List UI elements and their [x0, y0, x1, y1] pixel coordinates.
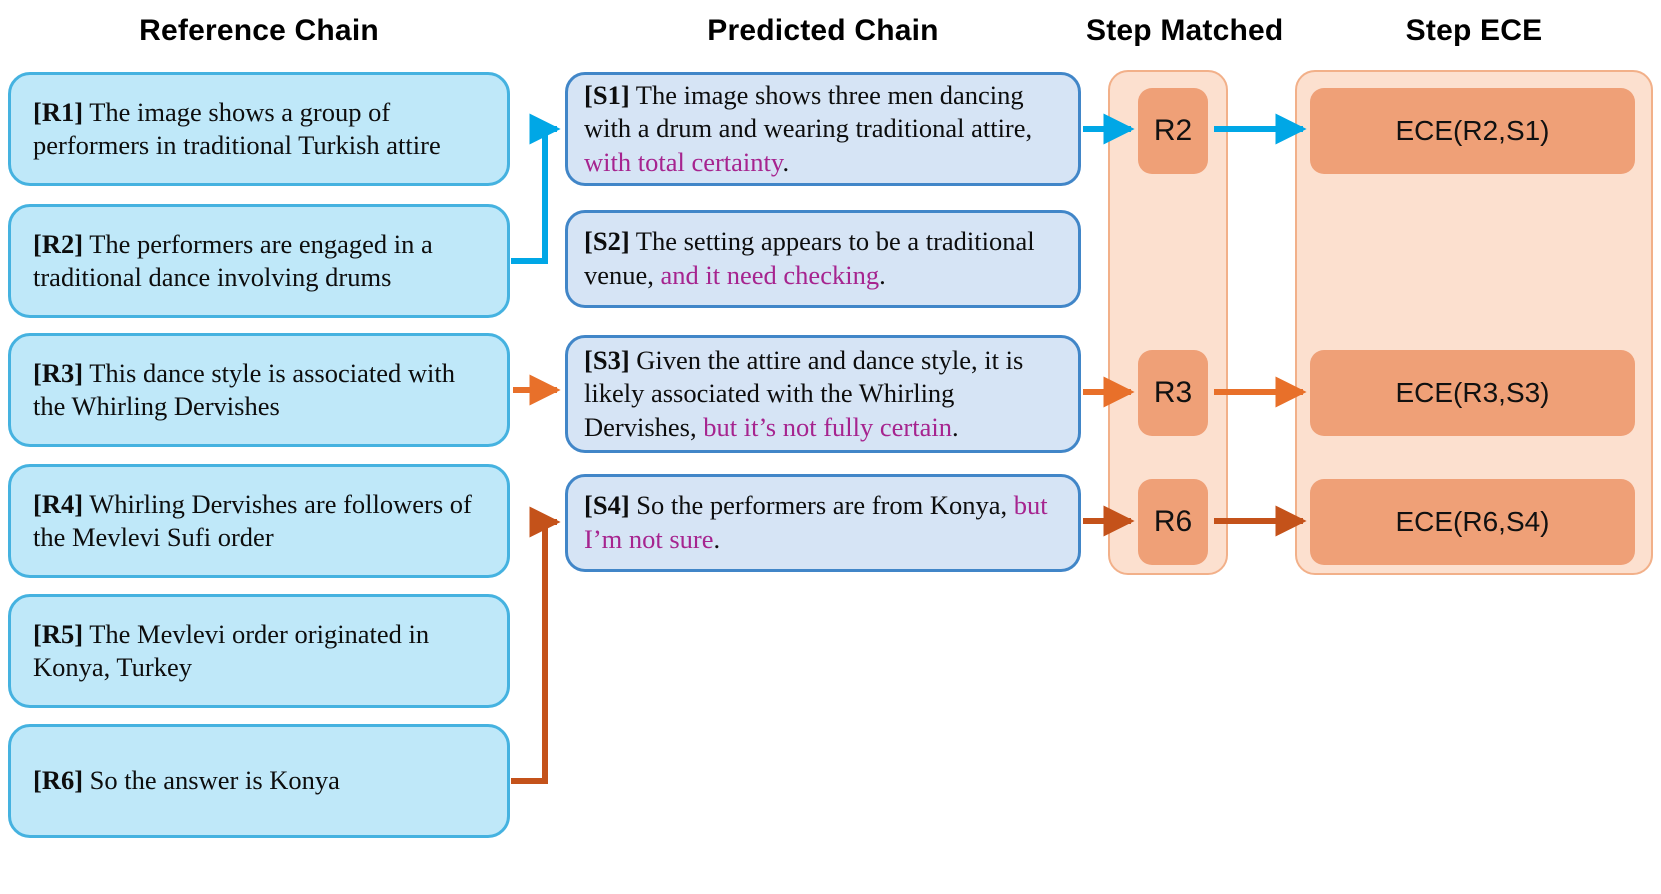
reference-step-r1-text: [R1] The image shows a group of performe… — [33, 96, 491, 163]
predicted-step-s1-tag: [S1] — [584, 79, 630, 110]
predicted-step-s1-text: [S1] The image shows three men dancing w… — [584, 79, 1066, 180]
reference-step-r6-tag: [R6] — [33, 765, 84, 796]
reference-step-r2-text: [R2] The performers are engaged in a tra… — [33, 228, 491, 295]
predicted-step-s4-body: So the performers are from Konya, — [636, 490, 1008, 521]
header-reference-chain: Reference Chain — [139, 14, 379, 47]
arrow-r6-to-s4 — [511, 506, 561, 784]
predicted-step-s4-tail: . — [713, 524, 721, 554]
predicted-step-s4-tag: [S4] — [584, 490, 630, 521]
predicted-step-s2-tag: [S2] — [584, 226, 630, 257]
reference-step-r6-body: So the answer is Konya — [89, 765, 340, 796]
reference-step-r5[interactable]: [R5] The Mevlevi order originated in Kon… — [8, 594, 510, 708]
predicted-step-s3-text: [S3] Given the attire and dance style, i… — [584, 344, 1066, 445]
reference-step-r3[interactable]: [R3] This dance style is associated with… — [8, 333, 510, 447]
predicted-step-s4-hedge: but I’m not sure — [584, 490, 1048, 554]
reference-step-r1-body: The image shows a group of performers in… — [33, 96, 441, 160]
step-ece-chip-1[interactable]: ECE(R2,S1) — [1310, 88, 1635, 174]
reference-step-r2-body: The performers are engaged in a traditio… — [33, 228, 433, 292]
predicted-step-s2-hedge: and it need checking — [653, 260, 880, 290]
reference-step-r5-body: The Mevlevi order originated in Konya, T… — [33, 618, 430, 682]
arrow-r2-to-s1 — [511, 113, 561, 264]
header-step-matched: Step Matched — [1086, 14, 1284, 47]
predicted-step-s1-hedge: with total certainty — [584, 146, 783, 177]
predicted-step-s3-body: Given the attire and dance style, it is … — [584, 344, 1024, 442]
predicted-step-s4-text: [S4] So the performers are from Konya, b… — [584, 489, 1066, 556]
reference-step-r6[interactable]: [R6] So the answer is Konya — [8, 724, 510, 838]
reference-step-r5-text: [R5] The Mevlevi order originated in Kon… — [33, 618, 491, 685]
predicted-step-s1-tail: . — [782, 146, 790, 177]
reference-step-r3-body: This dance style is associated with the … — [33, 357, 455, 421]
reference-step-r4-text: [R4] Whirling Dervishes are followers of… — [33, 488, 491, 555]
predicted-step-s3[interactable]: [S3] Given the attire and dance style, i… — [565, 335, 1081, 453]
header-step-ece: Step ECE — [1405, 14, 1543, 47]
reference-step-r2[interactable]: [R2] The performers are engaged in a tra… — [8, 204, 510, 318]
reference-step-r1[interactable]: [R1] The image shows a group of performe… — [8, 72, 510, 186]
predicted-step-s1-body: The image shows three men dancing with a… — [584, 79, 1033, 144]
reference-step-r3-text: [R3] This dance style is associated with… — [33, 357, 491, 424]
predicted-step-s3-tail: . — [952, 411, 959, 442]
header-predicted-chain: Predicted Chain — [707, 14, 939, 47]
reference-step-r3-tag: [R3] — [33, 357, 84, 388]
step-ece-chip-3[interactable]: ECE(R6,S4) — [1310, 479, 1635, 565]
predicted-step-s2-text: [S2] The setting appears to be a traditi… — [584, 225, 1066, 292]
step-matched-chip-1[interactable]: R2 — [1138, 88, 1208, 174]
predicted-step-s4[interactable]: [S4] So the performers are from Konya, b… — [565, 474, 1081, 572]
predicted-step-s2-tail: . — [879, 260, 886, 290]
step-matched-chip-2[interactable]: R3 — [1138, 350, 1208, 436]
reference-step-r4-body: Whirling Dervishes are followers of the … — [33, 488, 472, 552]
step-ece-chip-2[interactable]: ECE(R3,S3) — [1310, 350, 1635, 436]
predicted-step-s1[interactable]: [S1] The image shows three men dancing w… — [565, 72, 1081, 186]
reference-step-r2-tag: [R2] — [33, 228, 84, 259]
reference-step-r6-text: [R6] So the answer is Konya — [33, 764, 340, 797]
predicted-step-s3-hedge: but it’s not fully certain — [696, 411, 952, 442]
step-matched-chip-3[interactable]: R6 — [1138, 479, 1208, 565]
reference-step-r4[interactable]: [R4] Whirling Dervishes are followers of… — [8, 464, 510, 578]
predicted-step-s3-tag: [S3] — [584, 344, 630, 375]
reference-step-r5-tag: [R5] — [33, 618, 84, 649]
reference-step-r4-tag: [R4] — [33, 488, 84, 519]
predicted-step-s2-body: The setting appears to be a traditional … — [584, 226, 1035, 290]
reference-step-r1-tag: [R1] — [33, 96, 84, 127]
predicted-step-s2[interactable]: [S2] The setting appears to be a traditi… — [565, 210, 1081, 308]
